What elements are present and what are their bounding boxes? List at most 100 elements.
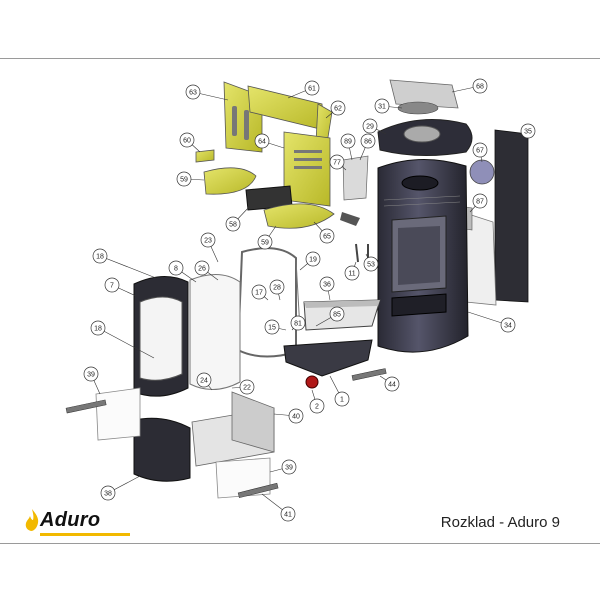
callout-bubble bbox=[196, 372, 212, 388]
callout-bubble bbox=[305, 251, 321, 267]
callout-number: 62 bbox=[334, 106, 342, 113]
callout-bubble bbox=[290, 315, 306, 331]
callout-40: 40 bbox=[273, 408, 304, 424]
callout-35: 35 bbox=[513, 123, 536, 139]
callout-bubble bbox=[281, 459, 297, 475]
callout-number: 59 bbox=[180, 177, 188, 184]
callout-18: 18 bbox=[90, 320, 155, 359]
callout-bubble bbox=[194, 260, 210, 276]
front-door-panel bbox=[133, 276, 189, 397]
callout-31: 31 bbox=[374, 98, 403, 114]
callout-number: 59 bbox=[261, 240, 269, 247]
callout-77: 77 bbox=[329, 154, 347, 171]
callout-65: 65 bbox=[313, 221, 335, 244]
callout-bubble bbox=[363, 256, 379, 272]
callout-bubble bbox=[500, 317, 516, 333]
callout-64: 64 bbox=[254, 133, 285, 149]
callout-bubble bbox=[185, 84, 201, 100]
callout-59: 59 bbox=[257, 225, 277, 250]
callout-bubble bbox=[360, 133, 376, 149]
callout-58: 58 bbox=[225, 205, 251, 232]
callout-number: 8 bbox=[174, 266, 178, 273]
bottom-rule bbox=[0, 543, 600, 544]
callout-bubble bbox=[334, 391, 350, 407]
top-rule bbox=[0, 58, 600, 59]
stove-body bbox=[377, 159, 469, 353]
callout-number: 2 bbox=[315, 404, 319, 411]
callout-number: 67 bbox=[476, 148, 484, 155]
callout-bubble bbox=[520, 123, 536, 139]
callout-53: 53 bbox=[363, 253, 379, 272]
callout-number: 24 bbox=[200, 378, 208, 385]
callout-number: 38 bbox=[104, 491, 112, 498]
base-plate bbox=[283, 339, 373, 377]
callout-61: 61 bbox=[287, 80, 320, 99]
callout-number: 26 bbox=[198, 266, 206, 273]
callout-bubble bbox=[472, 142, 488, 158]
callout-81: 81 bbox=[290, 315, 306, 331]
callout-number: 87 bbox=[476, 199, 484, 206]
heat-shield-plate-left bbox=[95, 387, 141, 441]
callout-number: 28 bbox=[273, 285, 281, 292]
callout-bubble bbox=[264, 319, 280, 335]
callout-18: 18 bbox=[92, 248, 157, 279]
brand-underline bbox=[40, 533, 130, 536]
callout-2: 2 bbox=[309, 389, 325, 414]
flame-icon bbox=[25, 509, 39, 531]
lower-front-panel bbox=[133, 417, 191, 482]
callout-bubble bbox=[104, 277, 120, 293]
callout-1: 1 bbox=[329, 375, 350, 407]
callout-bubble bbox=[225, 216, 241, 232]
callout-28: 28 bbox=[269, 279, 285, 301]
callout-68: 68 bbox=[451, 78, 488, 94]
callout-number: 64 bbox=[258, 139, 266, 146]
firebox-liners bbox=[195, 81, 335, 229]
callout-bubble bbox=[254, 133, 270, 149]
callout-bubble bbox=[168, 260, 184, 276]
callout-number: 29 bbox=[366, 124, 374, 131]
callout-number: 86 bbox=[364, 139, 372, 146]
callout-number: 81 bbox=[294, 321, 302, 328]
callout-bubble bbox=[374, 98, 390, 114]
callout-bubble bbox=[384, 376, 400, 392]
storage-compartment bbox=[191, 391, 275, 467]
callout-bubble bbox=[200, 232, 216, 248]
callout-85: 85 bbox=[315, 306, 345, 327]
callout-number: 31 bbox=[378, 104, 386, 111]
callout-bubble bbox=[362, 118, 378, 134]
callout-number: 63 bbox=[189, 90, 197, 97]
callout-leader bbox=[99, 255, 157, 279]
callout-number: 11 bbox=[348, 271, 355, 278]
callout-bubble bbox=[304, 80, 320, 96]
callout-number: 23 bbox=[204, 238, 212, 245]
callout-number: 40 bbox=[292, 414, 300, 421]
callout-41: 41 bbox=[261, 493, 296, 522]
callout-bubble bbox=[330, 100, 346, 116]
callout-bubble bbox=[83, 366, 99, 382]
callout-38: 38 bbox=[100, 475, 141, 501]
callout-number: 53 bbox=[367, 262, 375, 269]
callout-bubble bbox=[309, 398, 325, 414]
callout-29: 29 bbox=[362, 118, 387, 135]
callout-bubble bbox=[319, 228, 335, 244]
callout-bubble bbox=[472, 193, 488, 209]
callout-bubble bbox=[100, 485, 116, 501]
callout-bubble bbox=[280, 506, 296, 522]
callout-number: 17 bbox=[255, 290, 263, 297]
callout-11: 11 bbox=[344, 261, 360, 281]
callout-22: 22 bbox=[231, 379, 255, 395]
callout-59: 59 bbox=[176, 171, 205, 187]
callout-number: 39 bbox=[285, 465, 293, 472]
callout-bubble bbox=[329, 306, 345, 322]
callout-39: 39 bbox=[83, 366, 101, 395]
callout-bubble bbox=[269, 279, 285, 295]
callout-bubble bbox=[92, 248, 108, 264]
callout-26: 26 bbox=[194, 260, 219, 281]
top-plate bbox=[389, 79, 459, 109]
callout-bubble bbox=[288, 408, 304, 424]
callout-87: 87 bbox=[469, 193, 488, 213]
callout-15: 15 bbox=[264, 319, 287, 335]
heat-shield-plate-right bbox=[215, 457, 271, 499]
